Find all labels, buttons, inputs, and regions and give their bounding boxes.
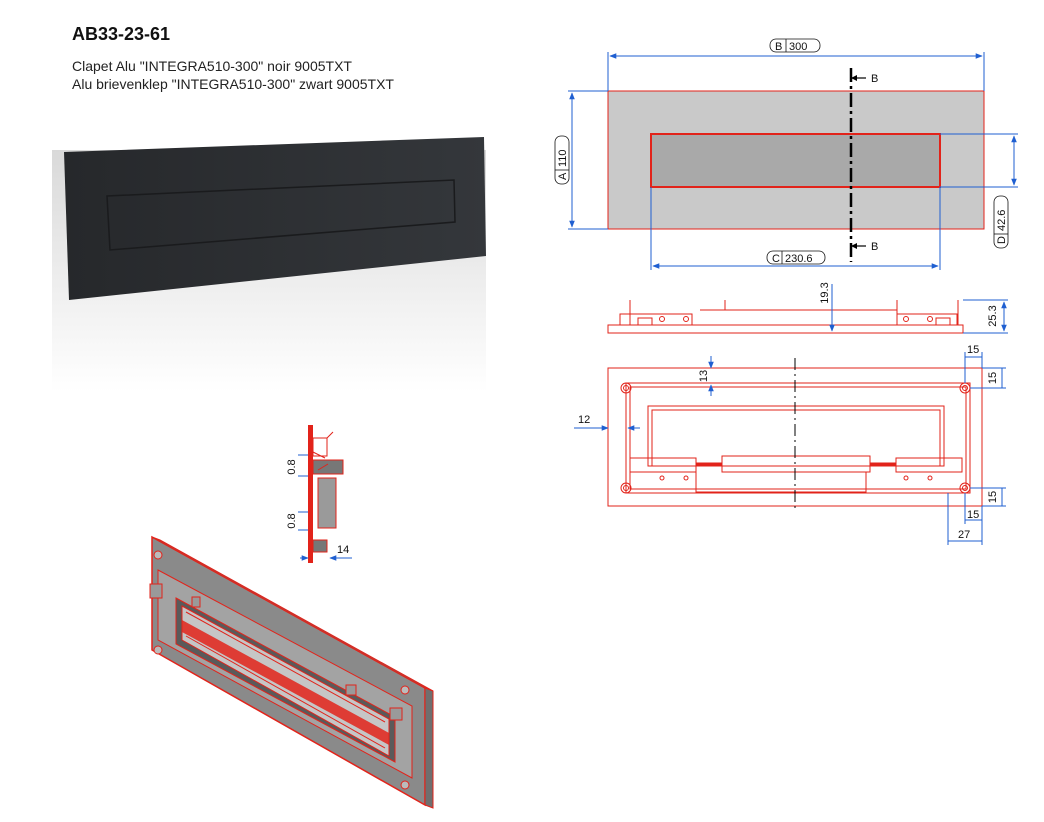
description-dutch: Alu brievenklep "INTEGRA510-300" zwart 9… <box>72 76 394 92</box>
dim-gap-bottom: 0.8 <box>286 513 298 528</box>
dim-width-letter: B <box>775 41 782 53</box>
render-slot <box>106 179 456 251</box>
dim-height-value: 110 <box>557 149 569 167</box>
description-french: Clapet Alu "INTEGRA510-300" noir 9005TXT <box>72 58 352 74</box>
product-render <box>52 137 486 392</box>
render-plate <box>64 137 486 300</box>
rear-view <box>607 367 983 507</box>
section-label-top: B <box>871 73 878 85</box>
dim-edge-bottom-right: 15 <box>987 491 999 503</box>
dim-top-offset: 13 <box>698 370 710 382</box>
dim-edge-right-bottom: 15 <box>967 509 979 521</box>
dim-opening-height-letter: D <box>996 236 1008 244</box>
rear-view-dims: 13 12 15 15 15 15 27 <box>574 344 1006 545</box>
dim-opening-width-letter: C <box>772 253 780 265</box>
dim-height-letter: A <box>557 172 569 180</box>
dim-edge-right-top: 15 <box>967 344 979 356</box>
front-view: B B B 300 A 110 C 230.6 <box>554 38 1018 270</box>
top-view <box>607 300 964 334</box>
section-view-dims: 0.8 0.8 14 <box>286 454 352 561</box>
top-view-dims: 19.3 25.3 <box>819 282 1008 334</box>
dim-opening-height-value: 42.6 <box>996 210 1008 231</box>
section-plate <box>308 425 313 563</box>
dim-thickness: 14 <box>337 544 349 556</box>
isometric-view <box>149 535 434 809</box>
front-opening <box>650 133 941 188</box>
dim-gap-top: 0.8 <box>286 459 298 474</box>
section-view <box>308 425 344 563</box>
dim-edge-top-right: 15 <box>987 372 999 384</box>
dim-hole-offset: 27 <box>958 529 970 541</box>
dim-left-offset: 12 <box>578 414 590 426</box>
section-label-bottom: B <box>871 241 878 253</box>
dim-width-tag <box>769 38 821 53</box>
dim-opening-width-value: 230.6 <box>785 253 813 265</box>
dim-total-depth: 25.3 <box>987 305 999 326</box>
dim-width-value: 300 <box>789 41 807 53</box>
product-code: AB33-23-61 <box>72 24 171 44</box>
dim-depth: 19.3 <box>819 282 831 303</box>
